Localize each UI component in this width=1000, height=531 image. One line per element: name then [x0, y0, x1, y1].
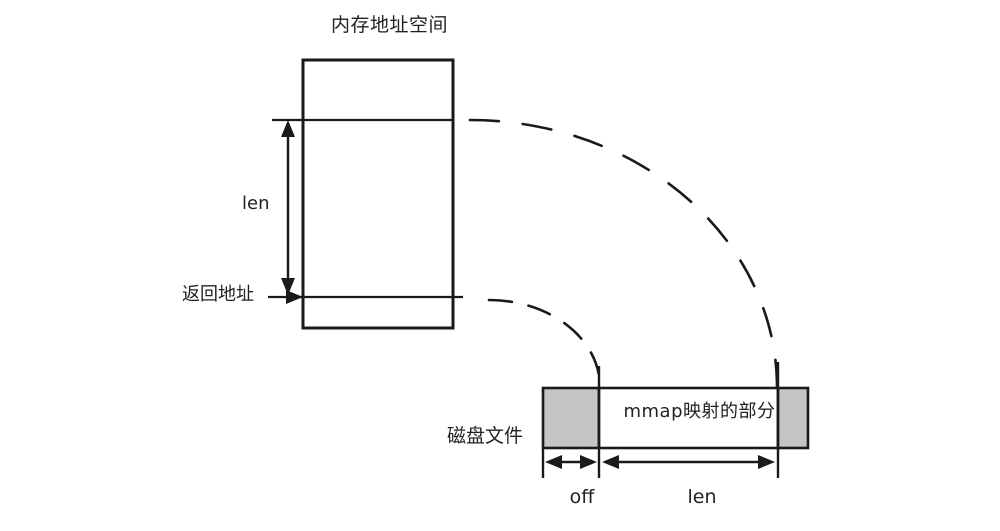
- memory-len-label: len: [242, 193, 270, 214]
- memory-address-space-rect: [301, 58, 455, 330]
- disk-file-label: 磁盘文件: [447, 425, 524, 447]
- mapping-curve-bottom: [487, 298, 602, 389]
- memory-address-space-title: 内存地址空间: [331, 14, 449, 36]
- off-arrowhead-left-icon: [545, 455, 562, 469]
- len-arrowhead-right-icon: [758, 455, 775, 469]
- off-arrowhead-right-icon: [580, 455, 597, 469]
- return-address-label: 返回地址: [182, 284, 254, 305]
- disk-mapped-rect: [597, 386, 780, 450]
- disk-off-label: off: [569, 486, 595, 508]
- memory-len-arrowhead-up-icon: [281, 120, 295, 137]
- len-arrowhead-left-icon: [602, 455, 619, 469]
- memory-len-arrowhead-down-icon: [281, 278, 295, 295]
- disk-unmapped-right-rect: [776, 386, 810, 450]
- disk-unmapped-left-rect: [541, 386, 601, 450]
- return-address-arrowhead-icon: [286, 290, 303, 304]
- mapping-curve-top: [468, 118, 779, 389]
- mmap-mapped-region-label: mmap映射的部分: [623, 401, 776, 422]
- disk-len-label: len: [687, 486, 717, 508]
